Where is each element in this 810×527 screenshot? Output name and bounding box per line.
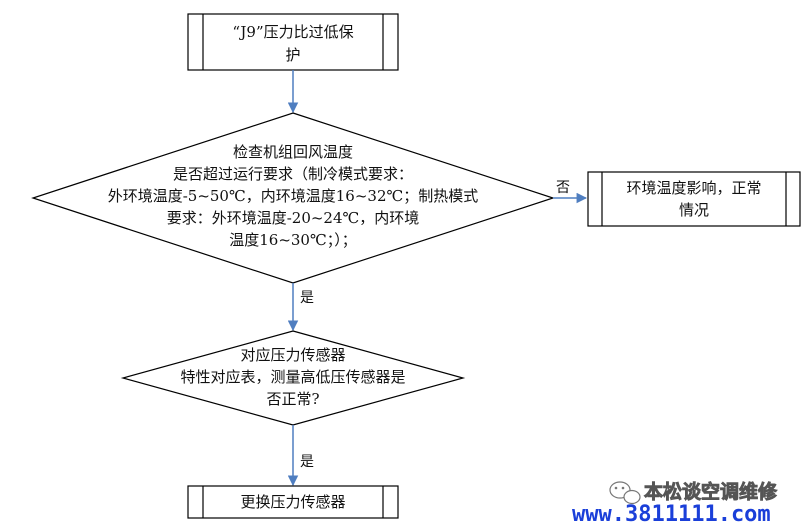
watermark-url: www.3811111.com [572, 502, 771, 527]
check-sensor-line-3: 否正常? [266, 390, 319, 408]
check-sensor-line-1: 对应压力传感器 [240, 346, 345, 364]
node-normal: 环境温度影响，正常 情况 [587, 171, 801, 227]
watermark: 本松谈空调维修 www.3811111.com [572, 480, 778, 527]
normal-line-2: 情况 [679, 201, 709, 219]
node-replace: 更换压力传感器 [187, 485, 399, 519]
wechat-icon [609, 481, 641, 505]
node-check-temperature: 检查机组回风温度 是否超过运行要求（制冷模式要求： 外环境温度-5~50℃，内环… [31, 112, 555, 284]
edge-label-no: 否 [556, 180, 570, 196]
check-temp-line-5: 温度16~30℃；）； [229, 231, 357, 249]
watermark-account: 本松谈空调维修 [644, 480, 778, 503]
edge-label-yes-2: 是 [300, 454, 314, 470]
normal-line-1: 环境温度影响，正常 [626, 179, 761, 197]
start-line-1: “J9”压力比过低保 [232, 23, 353, 41]
check-temp-line-3: 外环境温度-5~50℃，内环境温度16~32℃；制热模式 [108, 187, 479, 205]
check-sensor-line-2: 特性对应表，测量高低压传感器是 [180, 368, 405, 386]
node-start: “J9”压力比过低保 护 [187, 13, 399, 71]
node-check-sensor: 对应压力传感器 特性对应表，测量高低压传感器是 否正常? [120, 330, 466, 426]
replace-line-1: 更换压力传感器 [240, 493, 345, 511]
start-line-2: 护 [285, 46, 300, 64]
check-temp-line-1: 检查机组回风温度 [233, 143, 353, 161]
check-temp-line-4: 要求：外环境温度-20~24℃，内环境 [167, 209, 420, 227]
check-temp-line-2: 是否超过运行要求（制冷模式要求： [173, 165, 413, 183]
edge-label-yes-1: 是 [300, 290, 314, 306]
